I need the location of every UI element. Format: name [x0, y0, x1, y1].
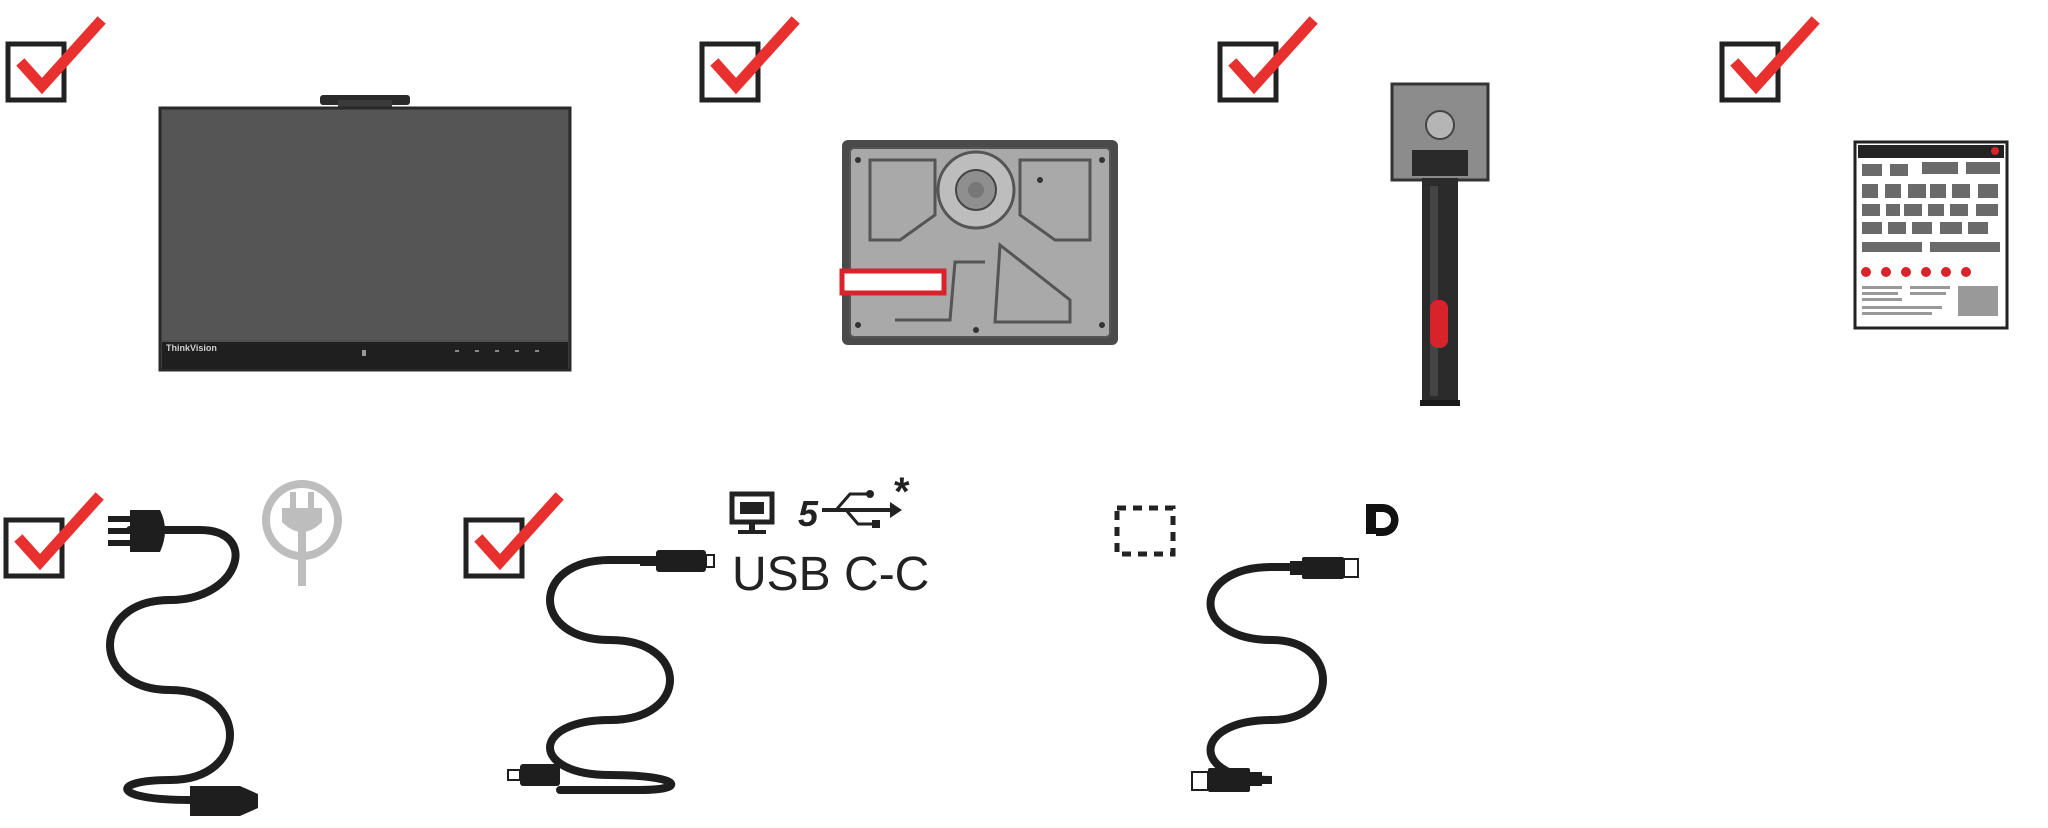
svg-text:5: 5: [798, 493, 819, 534]
usb-c-cable: [507, 550, 715, 794]
checkbox-checked-icon: [1220, 24, 1310, 100]
power-plug: [130, 510, 165, 552]
stand-base: [839, 140, 1118, 345]
checkbox-checked-icon: [1722, 24, 1812, 100]
dp-connector-bottom: [1208, 768, 1250, 792]
red-slot: [839, 268, 947, 296]
stand-neck: [1390, 82, 1490, 406]
checkbox-checked-icon: [8, 24, 98, 100]
monitor: ThinkVision: [158, 95, 572, 372]
power-connector: [190, 786, 258, 816]
checkbox-checked-icon: [466, 500, 556, 576]
usb-c-connector-bottom: [520, 764, 560, 786]
checkbox-dashed-icon: [1114, 505, 1176, 557]
checkbox-checked-icon: [702, 24, 792, 100]
usb-c-connector-top: [656, 550, 706, 572]
power-cable: [106, 510, 258, 816]
quick-setup-guide: [1853, 140, 2009, 330]
checkbox-checked-icon: [6, 500, 96, 576]
dp-connector-top: [1302, 557, 1344, 579]
usb-5gbps-icon: 5: [798, 490, 902, 534]
displayport-cable: [1191, 557, 1359, 792]
usb-footnote-asterisk: *: [894, 470, 910, 514]
usb-c-label: USB C-C: [732, 548, 929, 601]
monitor-brand-logo: ThinkVision: [166, 343, 217, 353]
power-plug-icon: [262, 480, 342, 586]
displayport-logo-icon: [1366, 504, 1399, 536]
release-button: [1430, 300, 1448, 348]
monitor-icon: [729, 491, 775, 534]
